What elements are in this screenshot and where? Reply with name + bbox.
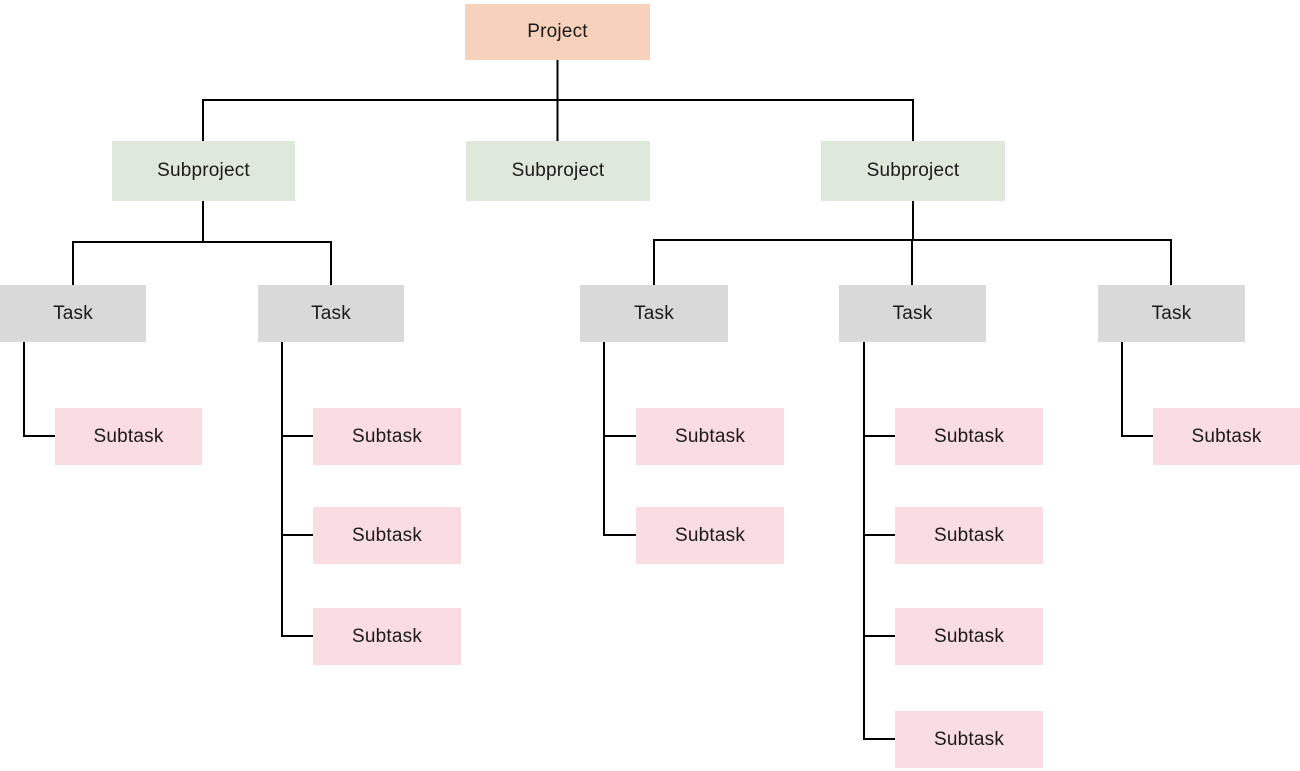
node-subtask-4-4: Subtask bbox=[895, 711, 1043, 768]
node-subtask-1-1: Subtask bbox=[55, 408, 202, 465]
node-task-4: Task bbox=[839, 285, 986, 342]
node-task-2: Task bbox=[258, 285, 404, 342]
node-subproject-2: Subproject bbox=[466, 141, 650, 201]
node-subtask-5-1: Subtask bbox=[1153, 408, 1300, 465]
node-subtask-2-3: Subtask bbox=[313, 608, 461, 665]
node-project: Project bbox=[465, 4, 650, 60]
node-subtask-4-1: Subtask bbox=[895, 408, 1043, 465]
node-subtask-4-2: Subtask bbox=[895, 507, 1043, 564]
node-subtask-4-3: Subtask bbox=[895, 608, 1043, 665]
node-task-5: Task bbox=[1098, 285, 1245, 342]
node-subtask-2-2: Subtask bbox=[313, 507, 461, 564]
node-subtask-3-2: Subtask bbox=[636, 507, 784, 564]
node-task-3: Task bbox=[580, 285, 728, 342]
node-task-1: Task bbox=[0, 285, 146, 342]
node-subtask-2-1: Subtask bbox=[313, 408, 461, 465]
node-subproject-1: Subproject bbox=[112, 141, 295, 201]
node-subproject-3: Subproject bbox=[821, 141, 1005, 201]
node-subtask-3-1: Subtask bbox=[636, 408, 784, 465]
